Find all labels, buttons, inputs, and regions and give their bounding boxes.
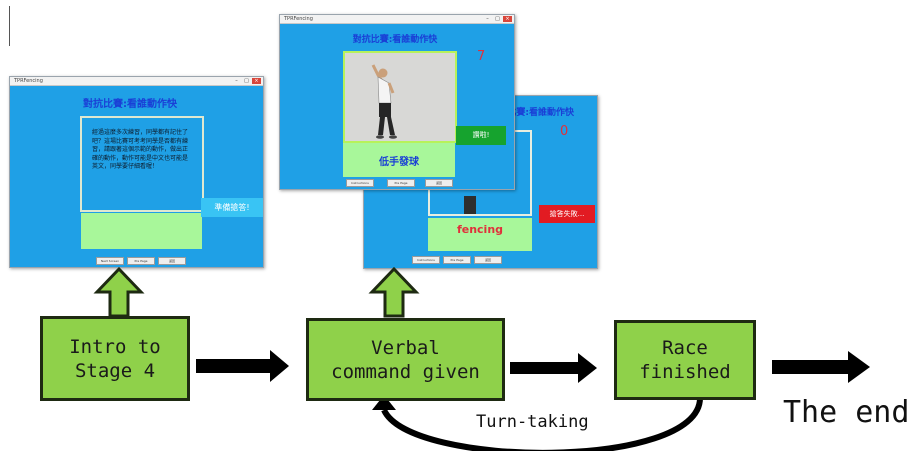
score-display: 7 (477, 49, 486, 64)
instructions-button[interactable]: Instructions (346, 179, 374, 187)
answer-word: fencing (456, 223, 504, 236)
game-title: 對抗比賽:看誰動作快 (352, 35, 438, 45)
turn-taking-label: Turn-taking (476, 412, 589, 432)
arrow-verbal-to-race (510, 353, 597, 383)
instruction-text: 經過這麼多次練習，同學都有記住了吧？這場比賽可考考同學是否都有練習，請跟著這個示… (92, 129, 189, 171)
window-titlebar: TPRFencing – □ × (280, 15, 514, 24)
ready-status: 準備搶答! (201, 198, 263, 217)
answer-bar (81, 213, 202, 249)
correct-round-screenshot: TPRFencing – □ × 對抗比賽:看誰動作快 7 低手發球 讚啦! I… (279, 14, 515, 190)
return-button[interactable]: 返回 (474, 256, 502, 264)
arrow-race-to-end (772, 351, 870, 383)
arrow-intro-to-verbal (196, 350, 289, 382)
close-icon[interactable]: × (252, 78, 261, 84)
window-titlebar: TPRFencing – □ × (10, 77, 263, 86)
up-arrow-verbal (368, 266, 420, 318)
instructions-button[interactable]: Instructions (412, 256, 440, 264)
turn-taking-loop (381, 397, 703, 451)
minimize-icon[interactable]: – (486, 16, 489, 22)
game-title: 對抗比賽:看誰動作快 (83, 99, 177, 110)
answer-bar: 低手發球 (343, 143, 455, 177)
the-end-label: The end (783, 395, 910, 430)
answer-bar: fencing (428, 218, 532, 251)
up-arrow-intro (93, 266, 145, 318)
instruction-panel: 經過這麼多次練習，同學都有記住了吧？這場比賽可考考同學是否都有練習，請跟著這個示… (80, 116, 204, 212)
turn-taking-arrowhead (372, 395, 396, 410)
pre-page-button[interactable]: Pre Page (443, 256, 471, 264)
race-finished-label: Race finished (639, 337, 731, 383)
verbal-command-label: Verbal command given (331, 336, 480, 383)
failed-status: 搶答失敗... (539, 205, 595, 223)
window-title: TPRFencing (284, 16, 313, 22)
answer-word: 低手發球 (379, 157, 419, 168)
edge-line (9, 6, 10, 46)
race-finished-box: Race finished (614, 320, 756, 400)
correct-status-label: 讚啦! (472, 131, 490, 139)
score-display: 0 (560, 124, 569, 139)
return-button[interactable]: 返回 (425, 179, 453, 187)
maximize-icon[interactable]: □ (244, 78, 249, 84)
next-screen-button[interactable]: Next Screen (96, 257, 124, 265)
verbal-command-box: Verbal command given (306, 318, 505, 401)
ready-status-label: 準備搶答! (214, 203, 250, 212)
minimize-icon[interactable]: – (235, 78, 238, 84)
correct-status: 讚啦! (456, 126, 506, 145)
intro-stage-box: Intro to Stage 4 (40, 316, 190, 401)
return-button[interactable]: 返回 (158, 257, 186, 265)
pre-page-button[interactable]: Pre Page (127, 257, 155, 265)
player-legs (464, 196, 476, 214)
intro-stage-label: Intro to Stage 4 (69, 335, 161, 382)
close-icon[interactable]: × (503, 16, 512, 22)
intro-screenshot: TPRFencing – □ × 對抗比賽:看誰動作快 經過這麼多次練習，同學都… (9, 76, 264, 268)
video-panel (343, 51, 457, 143)
maximize-icon[interactable]: □ (495, 16, 500, 22)
game-title: 比賽:看誰動作快 (507, 108, 574, 118)
pre-page-button[interactable]: Pre Page (387, 179, 415, 187)
player-figure-icon (345, 53, 455, 141)
window-title: TPRFencing (14, 78, 43, 84)
failed-status-label: 搶答失敗... (549, 210, 585, 218)
